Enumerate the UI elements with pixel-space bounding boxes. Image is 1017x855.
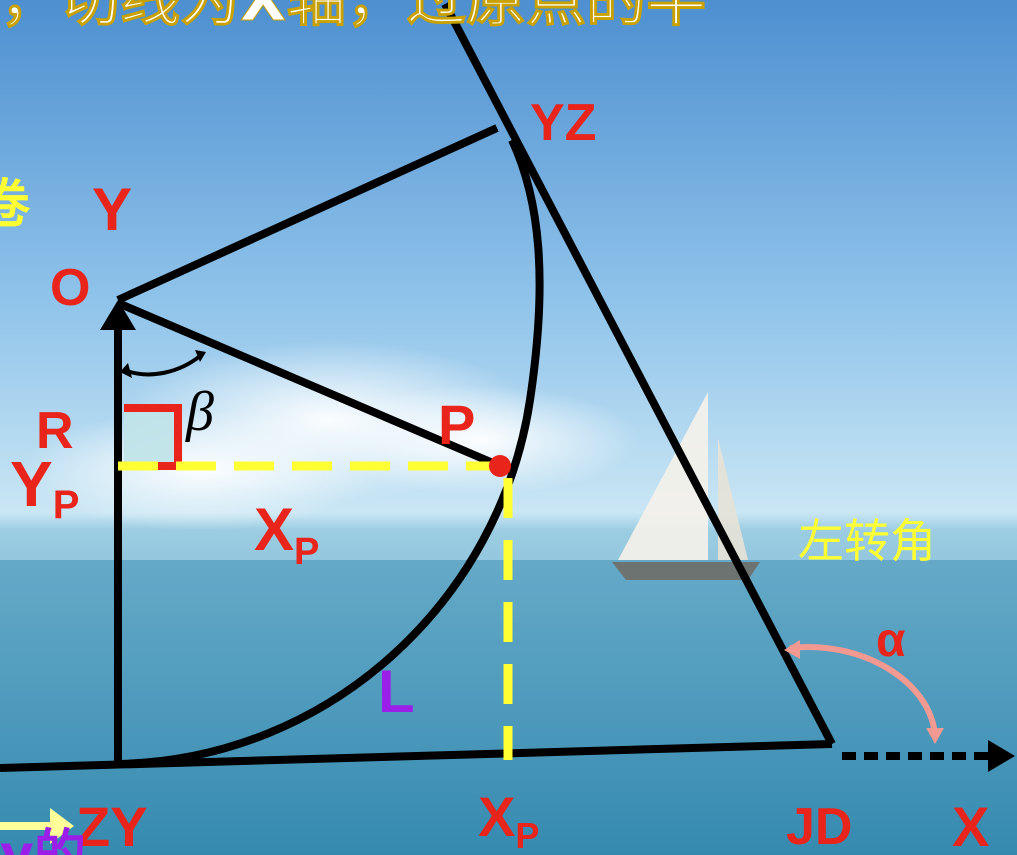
label-yz: YZ [530,94,596,152]
label-xp-bottom-sub: P [515,815,539,855]
beta-arc-arrow-right [195,350,206,362]
label-origin-o: O [50,259,90,317]
label-beta: β [185,381,214,443]
label-xp-sub: P [294,531,319,573]
left-edge-text: 卷 [0,175,31,235]
bottom-left-arrow [0,808,74,844]
label-radius-r: R [36,402,74,460]
label-zy: ZY [76,795,148,855]
label-left-turn-angle: 左转角 [798,514,936,568]
bottom-left-text: y的 [0,825,86,855]
label-yp-sub: P [53,483,80,527]
alpha-angle-arc [789,644,938,736]
label-arc-length-l: L [378,658,415,725]
sailboat-image [612,392,760,580]
x-axis-arrowhead [988,740,1015,772]
beta-angle-arc [123,354,202,377]
label-x-axis: X [952,795,989,855]
label-alpha: α [876,614,906,667]
y-axis-arrowhead [100,300,136,330]
tangent-line-yz-jd [441,2,836,746]
label-yp: YP [10,448,79,527]
label-yp-main: Y [10,448,53,520]
right-angle-marker [124,404,182,470]
beta-arc-arrow-left [120,363,132,378]
alpha-arc-arrow-start [784,640,800,659]
radius-o-yz [116,124,499,304]
label-xp-bottom-main: X [478,785,515,848]
point-p-marker [489,455,511,477]
label-point-p: P [438,393,475,456]
alpha-arc-arrow-end [926,728,944,744]
top-banner-text: ，切线为X轴，过原点的半 [0,0,706,35]
radius-o-p [116,299,502,470]
label-y-axis: Y [92,176,132,243]
label-xp-main: X [254,496,294,563]
label-xp-bottom: XP [478,785,539,855]
label-xp: XP [254,496,319,573]
label-jd: JD [786,798,852,855]
